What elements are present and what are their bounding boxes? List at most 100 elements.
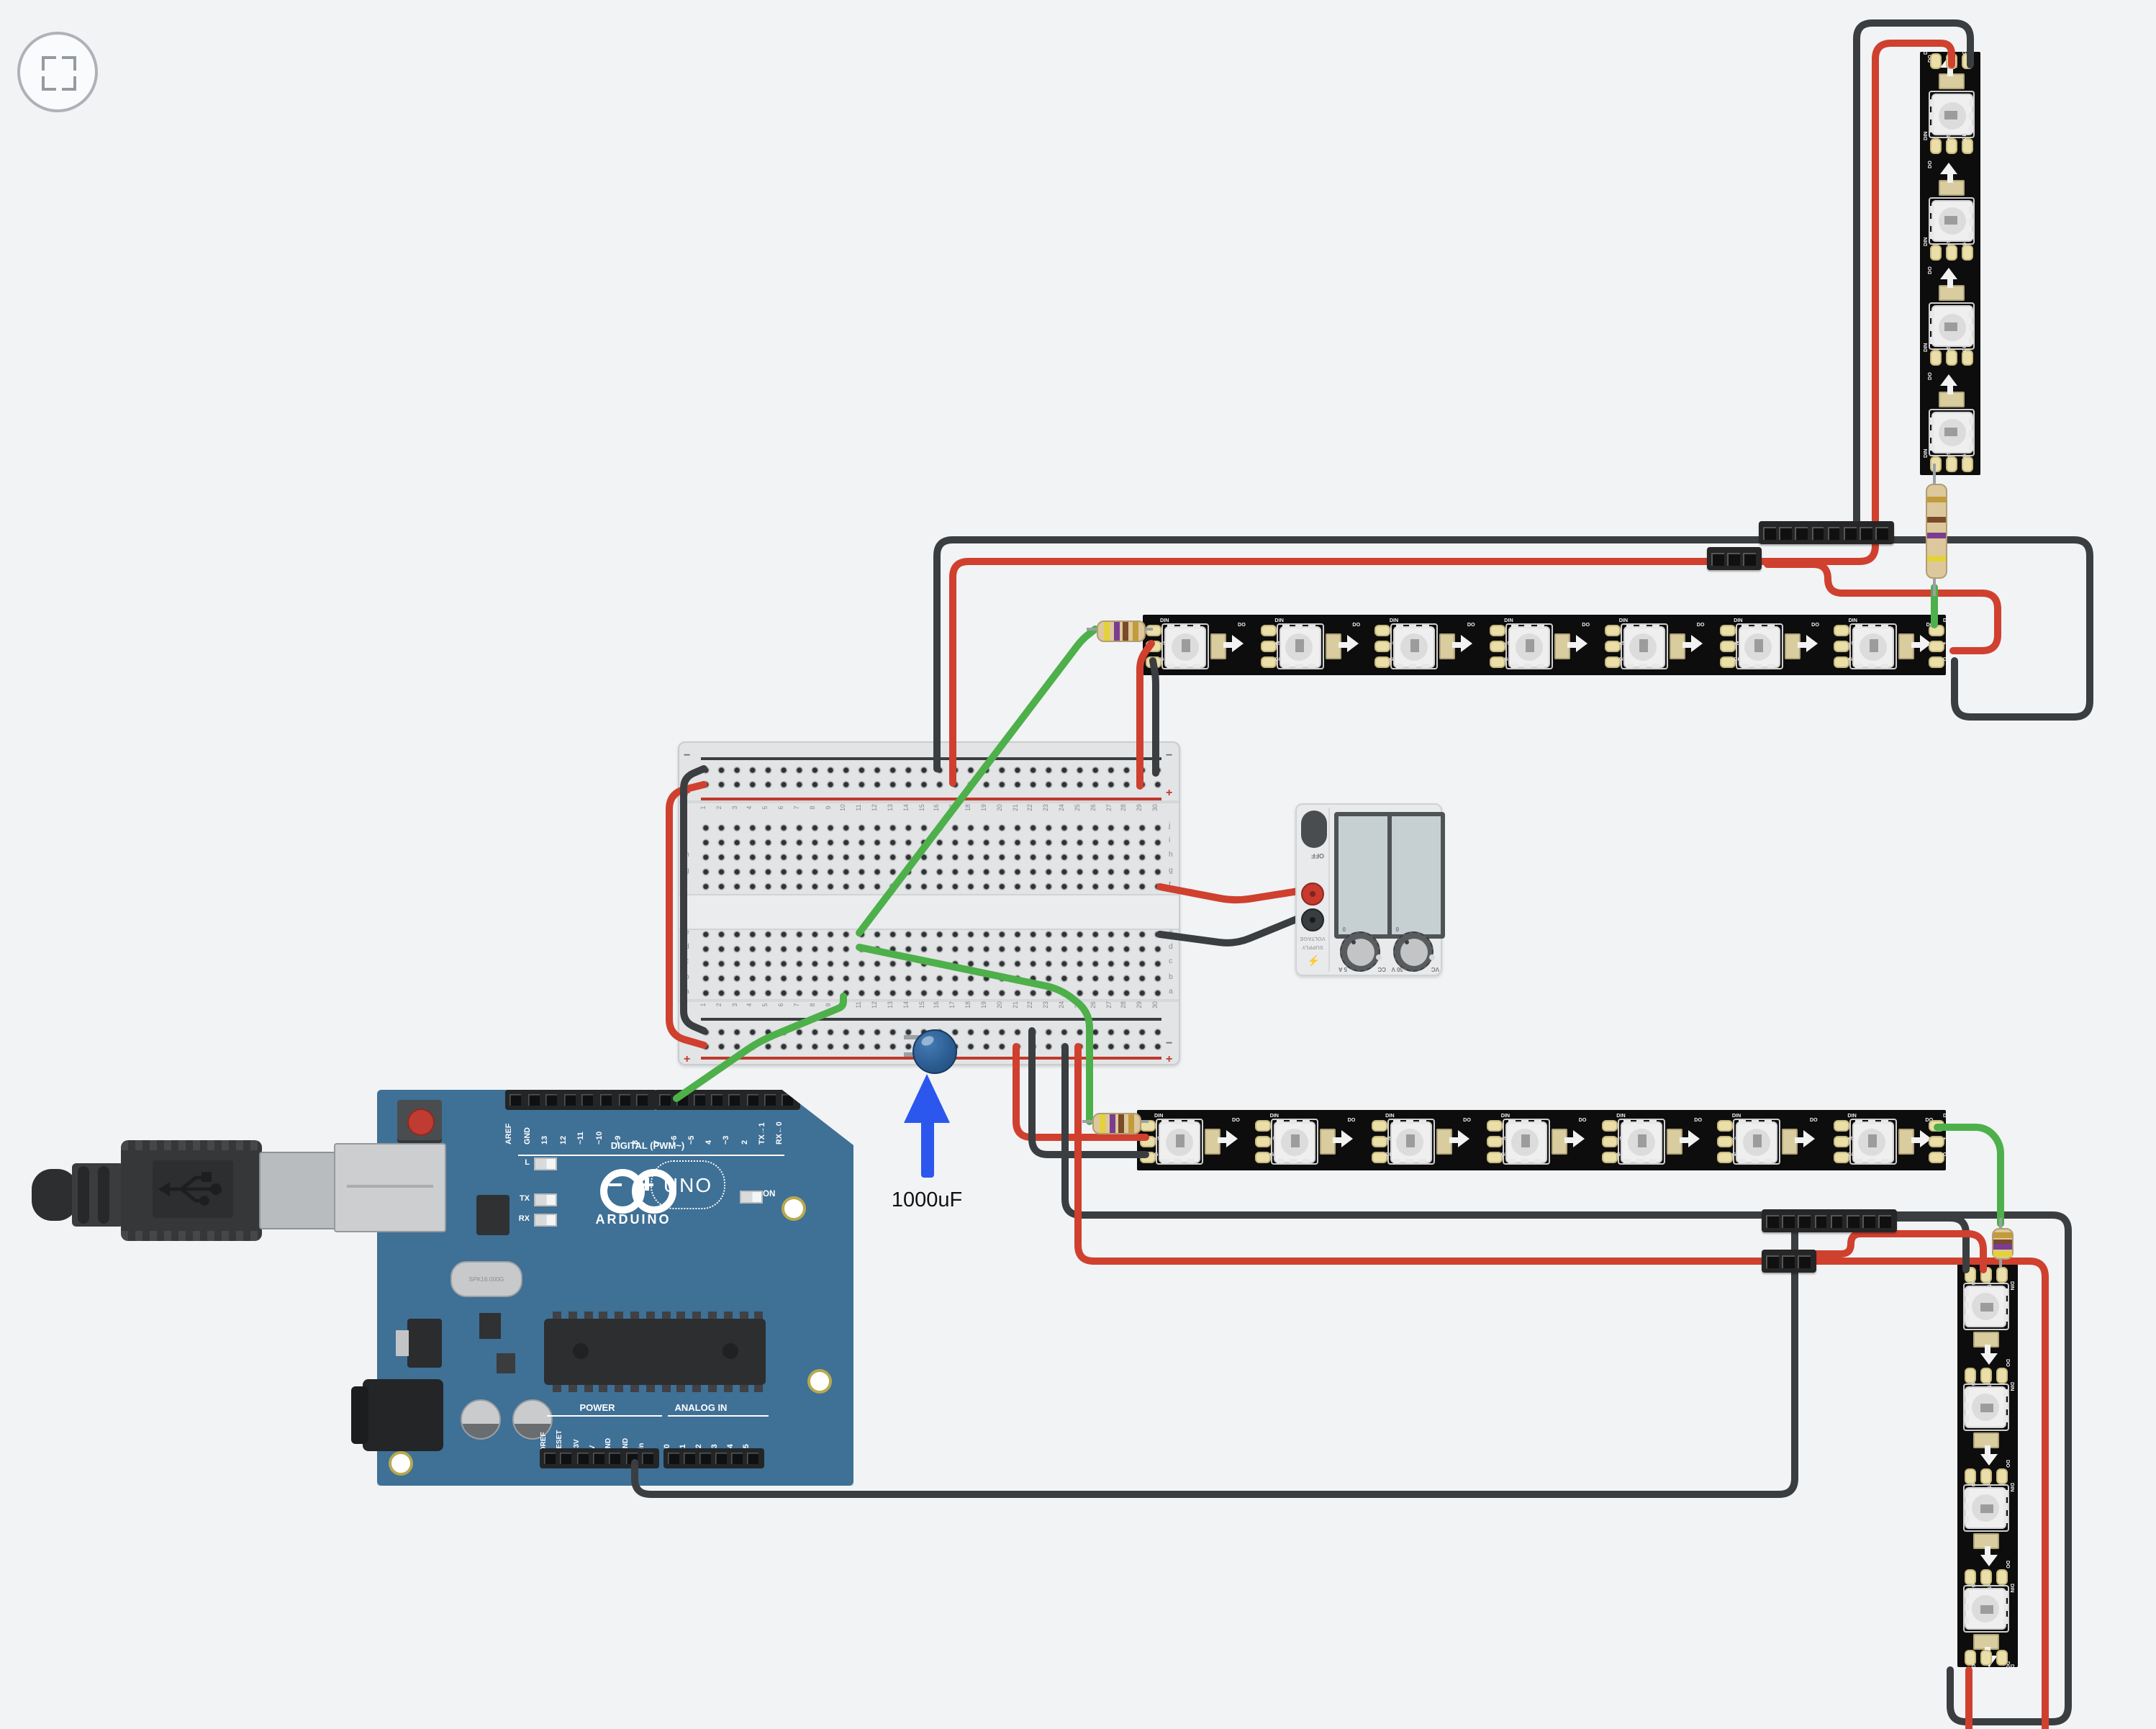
resistor-body[interactable] <box>1925 484 1947 579</box>
wire-bottomstrip-5v[interactable] <box>1810 1230 1987 1273</box>
pin-socket[interactable] <box>747 1453 758 1464</box>
solder-pad-DIN[interactable] <box>1486 1120 1503 1132</box>
header-socket[interactable] <box>1795 527 1808 539</box>
psu-negative-terminal[interactable] <box>1301 908 1324 931</box>
neopixel-led[interactable] <box>1393 625 1436 668</box>
barrel-jack[interactable] <box>363 1379 443 1451</box>
header-socket[interactable] <box>1814 1215 1827 1227</box>
pin-socket[interactable] <box>711 1094 723 1106</box>
solder-pad-GND[interactable] <box>1604 656 1621 668</box>
solder-pad-+5V[interactable] <box>1260 641 1277 652</box>
header-socket[interactable] <box>1766 1255 1778 1268</box>
header-socket[interactable] <box>1862 1215 1875 1227</box>
wire-middle-strip-5v[interactable] <box>1136 640 1155 790</box>
solder-pad-+5V[interactable] <box>1602 1136 1618 1147</box>
solder-pad-+5V[interactable] <box>1719 641 1736 652</box>
solder-pad-DIN[interactable] <box>1260 625 1277 636</box>
solder-pad-GND[interactable] <box>1602 1152 1618 1163</box>
reset-button-cap[interactable] <box>407 1109 435 1136</box>
resistor-body[interactable] <box>1991 1228 2013 1260</box>
pin-socket[interactable] <box>527 1094 540 1106</box>
digital-header-left[interactable] <box>505 1090 656 1110</box>
pin-socket[interactable] <box>781 1094 793 1106</box>
header-socket[interactable] <box>1860 527 1872 539</box>
power-header[interactable] <box>540 1448 660 1468</box>
reset-button[interactable] <box>397 1100 442 1143</box>
fullscreen-button[interactable] <box>17 32 98 112</box>
solder-pad-+5V[interactable] <box>1486 1136 1503 1147</box>
wire-arduino-gnd[interactable] <box>631 1226 1798 1498</box>
pin-socket[interactable] <box>715 1453 727 1464</box>
psu-current-knob[interactable] <box>1340 931 1380 972</box>
solder-pad-+5V[interactable] <box>1929 1136 1944 1147</box>
wire-data-middle-strip[interactable] <box>856 626 1099 936</box>
solder-pad-DIN[interactable] <box>1255 1120 1272 1132</box>
neopixel-led[interactable] <box>1852 1120 1894 1163</box>
pin-socket[interactable] <box>600 1094 612 1106</box>
header-socket[interactable] <box>1782 1215 1795 1227</box>
header-socket[interactable] <box>1798 1215 1811 1227</box>
solder-pad-DIN[interactable] <box>1719 625 1736 636</box>
solder-pad-+5V[interactable] <box>1490 641 1506 652</box>
pin-socket[interactable] <box>618 1094 630 1106</box>
solder-pad-DIN[interactable] <box>1834 625 1850 636</box>
pin-socket[interactable] <box>668 1453 679 1464</box>
solder-pad-GND[interactable] <box>1834 656 1850 668</box>
wire-psu-positive[interactable] <box>1156 883 1302 904</box>
solder-pad-GND[interactable] <box>1260 656 1277 668</box>
solder-pad-GND[interactable] <box>1486 1152 1503 1163</box>
solder-pad-DIN[interactable] <box>1833 1120 1849 1132</box>
neopixel-led[interactable] <box>1621 1120 1663 1163</box>
wire-bottom-gnd-long[interactable] <box>1061 1043 2072 1725</box>
pin-socket[interactable] <box>731 1453 743 1464</box>
pin-socket[interactable] <box>563 1094 576 1106</box>
neopixel-led[interactable] <box>1623 625 1665 668</box>
wire-arduino-pin6[interactable] <box>673 993 847 1102</box>
pin-socket[interactable] <box>592 1453 604 1464</box>
header-socket[interactable] <box>1711 553 1724 565</box>
solder-pad-GND[interactable] <box>1255 1152 1272 1163</box>
header-socket[interactable] <box>1743 553 1756 565</box>
solder-pad-GND[interactable] <box>1490 656 1506 668</box>
pin-socket[interactable] <box>609 1453 621 1464</box>
header-socket[interactable] <box>1766 1215 1778 1227</box>
pin-socket[interactable] <box>545 1094 558 1106</box>
pin-socket[interactable] <box>560 1453 572 1464</box>
neopixel-led[interactable] <box>1505 1120 1547 1163</box>
header-lower-8pin[interactable] <box>1762 1209 1897 1232</box>
usb-plug-shield[interactable] <box>259 1152 340 1229</box>
pin-socket[interactable] <box>636 1094 648 1106</box>
usb-cable-tip[interactable] <box>32 1169 78 1221</box>
neopixel-led[interactable] <box>1852 625 1895 668</box>
wire-topstrip-gnd[interactable] <box>1853 19 1974 541</box>
wire-lowerstrip-do[interactable] <box>1934 1124 2004 1227</box>
header-upper-8pin[interactable] <box>1759 521 1894 544</box>
solder-pad-DIN[interactable] <box>1717 1120 1734 1132</box>
usb-cable-neck[interactable] <box>72 1163 124 1227</box>
resistor-bottom-din[interactable] <box>1991 1218 2013 1267</box>
solder-pad-GND[interactable] <box>1371 1152 1387 1163</box>
solder-pad-+5V[interactable] <box>1833 1136 1849 1147</box>
wire-left-rail-jumper-black[interactable] <box>680 765 707 1034</box>
wire-psu-negative[interactable] <box>1156 915 1302 947</box>
usb-plug-body[interactable] <box>121 1140 262 1241</box>
wire-middle-strip-gnd[interactable] <box>1149 657 1159 777</box>
solder-pad-+5V[interactable] <box>1929 641 1944 652</box>
pin-socket[interactable] <box>509 1094 521 1106</box>
solder-pad-+5V[interactable] <box>1717 1136 1734 1147</box>
neopixel-led[interactable] <box>1736 1120 1778 1163</box>
solder-pad-GND[interactable] <box>1717 1152 1734 1163</box>
pin-socket[interactable] <box>699 1453 711 1464</box>
wire-bottom-5v-long[interactable] <box>1074 1043 2049 1729</box>
solder-pad-DIN[interactable] <box>1604 625 1621 636</box>
resistor-body[interactable] <box>1092 1112 1141 1134</box>
pin-socket[interactable] <box>684 1453 695 1464</box>
led-strip-lower-pcb[interactable]: DIN+5VGNDDODIN+5VGNDDODIN+5VGNDDODIN+5VG… <box>1137 1110 1955 1170</box>
header-socket[interactable] <box>1827 527 1840 539</box>
wire-data-lower-strip[interactable] <box>856 944 1093 1125</box>
header-socket[interactable] <box>1727 553 1740 565</box>
analog-header[interactable] <box>663 1448 764 1468</box>
neopixel-led[interactable] <box>1738 625 1780 668</box>
